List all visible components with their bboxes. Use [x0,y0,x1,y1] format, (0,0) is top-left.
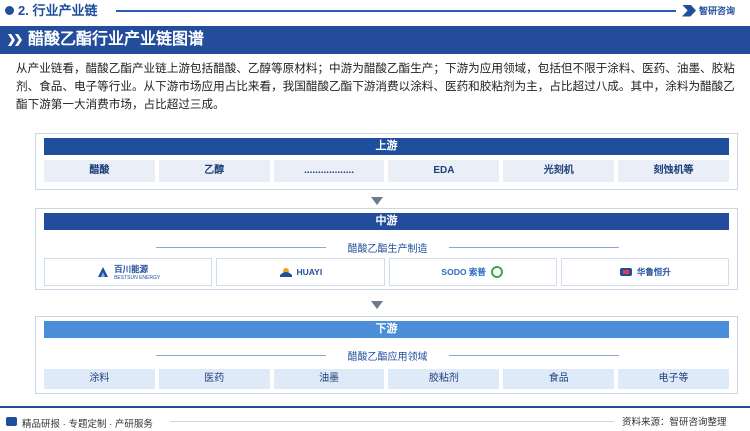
brand-logo: 智研咨询 [682,4,735,17]
upstream-item: 刻蚀机等 [618,160,729,182]
upstream-item: 光刻机 [503,160,615,182]
huayi-logo-icon [279,268,292,277]
subtitle-rule-right [449,247,619,248]
downstream-item: 涂料 [44,369,155,389]
company-name: 华鲁恒升 [636,267,671,277]
downstream-item: 医药 [158,369,270,389]
upstream-heading: 上游 [44,138,729,155]
brand-logo-icon [682,4,696,17]
intro-paragraph: 从产业链看，醋酸乙酯产业链上游包括醋酸、乙醇等原材料；中游为醋酸乙酯生产；下游为… [16,62,735,111]
downstream-item: 胶粘剂 [388,369,500,389]
downstream-heading: 下游 [44,321,729,338]
brand-logo-text: 智研咨询 [699,6,736,16]
hualu-logo-icon [619,268,632,276]
company-logo-bestsun: 百川能源 BESTSUN ENERGY [44,258,213,286]
page-title: 醋酸乙酯行业产业链图谱 [28,31,205,48]
upstream-items: 醋酸 乙醇 .................. EDA 光刻机 刻蚀机等 [44,160,729,182]
downstream-section: 下游 醋酸乙酯应用领域 涂料 医药 油墨 胶粘剂 食品 电子等 [35,316,738,394]
down-arrow-icon [371,197,383,205]
down-arrow-icon [371,301,383,309]
footer: 精品研报 · 专题定制 · 产研服务 资料来源：智研咨询整理 [0,412,750,431]
sopo-logo-icon [490,266,503,278]
midstream-heading: 中游 [44,213,729,230]
bestsun-logo-icon [98,267,109,277]
downstream-item: 食品 [503,369,615,389]
bullet-dot-icon [5,6,14,15]
midstream-subtitle: 醋酸乙酯生产制造 [347,244,428,255]
footer-divider [0,406,750,408]
upstream-item: 醋酸 [44,160,155,182]
source-note: 资料来源：智研咨询整理 [622,417,727,428]
midstream-section: 中游 醋酸乙酯生产制造 百川能源 BESTSUN ENERGY HUAYI SO… [35,208,738,290]
company-name: HUAYI [296,267,323,277]
company-logo-sopo: SODO 索普 [388,258,557,286]
company-name: 百川能源 [114,264,149,274]
upstream-section: 上游 醋酸 乙醇 .................. EDA 光刻机 刻蚀机等 [35,133,738,190]
company-logos: 百川能源 BESTSUN ENERGY HUAYI SODO 索普 华鲁恒升 [44,258,729,286]
footer-tagline: 精品研报 · 专题定制 · 产研服务 [22,419,153,430]
subtitle-rule-left [156,247,326,248]
footer-rule [170,421,614,422]
double-chevron-icon [8,34,22,46]
company-name: SODO 索普 [441,267,486,277]
upstream-item: 乙醇 [158,160,270,182]
report-icon [6,417,17,426]
page-title-banner: 醋酸乙酯行业产业链图谱 [0,26,750,54]
company-logo-huayi: HUAYI [216,258,385,286]
upstream-item: .................. [273,160,385,182]
company-logo-hualu: 华鲁恒升 [560,258,729,286]
section-title: 2. 行业产业链 [18,3,98,18]
company-subname: BESTSUN ENERGY [114,275,161,281]
subtitle-rule-right [449,355,619,356]
downstream-items: 涂料 医药 油墨 胶粘剂 食品 电子等 [44,369,729,389]
downstream-item: 电子等 [618,369,729,389]
downstream-subtitle: 醋酸乙酯应用领域 [347,352,428,363]
subtitle-rule-left [156,355,326,356]
top-header-bar: 2. 行业产业链 智研咨询 [0,0,750,22]
header-divider [116,10,676,12]
downstream-item: 油墨 [273,369,385,389]
upstream-item: EDA [388,160,500,182]
